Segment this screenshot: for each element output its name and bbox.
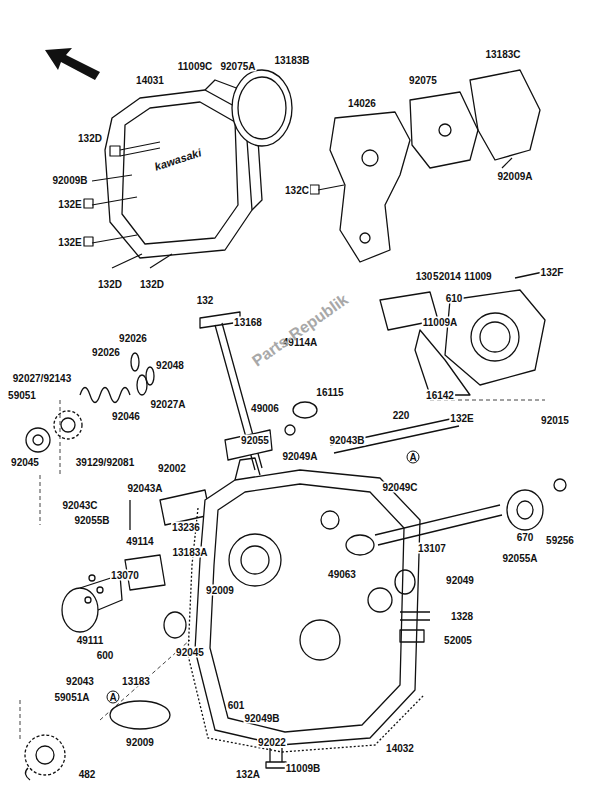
callout-number: 92027A xyxy=(149,399,186,410)
callout-number: 13183C xyxy=(484,49,521,60)
callout-number: 11009C xyxy=(177,61,213,72)
callout-number: 59051 xyxy=(7,390,37,401)
callout-number: 132A xyxy=(235,769,261,780)
gasket xyxy=(188,508,424,752)
callout-number: 13183A xyxy=(171,547,208,558)
callout-number: 92026 xyxy=(118,333,148,344)
callout-number: 14032 xyxy=(385,743,415,754)
callout-number: 14026 xyxy=(347,98,377,109)
callout-number: 92009 xyxy=(205,585,235,596)
shaft xyxy=(375,505,502,545)
callout-number: 132C xyxy=(284,185,310,196)
callout-number: 92015 xyxy=(540,415,570,426)
callout-number: 92075A xyxy=(219,61,256,72)
callout-number: 13183 xyxy=(121,676,151,687)
callout-number: 16142 xyxy=(425,390,455,401)
callout-number: 132D xyxy=(77,133,103,144)
callout-number: 92048 xyxy=(155,360,185,371)
callout-number: 92022 xyxy=(257,737,287,748)
callout-number: 16115 xyxy=(315,387,344,398)
bolt xyxy=(84,142,512,268)
callout-number: 132F xyxy=(540,267,565,278)
spring xyxy=(80,353,154,403)
callout-number: 92049 xyxy=(445,575,475,586)
callout-number: 132 xyxy=(196,295,215,306)
callout-number: 92055 xyxy=(240,435,270,446)
callout-number: 130 xyxy=(415,271,434,282)
callout-number: 92009A xyxy=(496,171,533,182)
callout-number: 92045 xyxy=(10,457,40,468)
direction-arrow xyxy=(45,48,100,80)
callout-number: 132E xyxy=(449,413,474,424)
callout-number: 52014 xyxy=(432,271,462,282)
callout-number: 92043 xyxy=(65,676,95,687)
reference-mark: A xyxy=(407,451,420,464)
callout-number: 92009 xyxy=(125,737,155,748)
cover-plate xyxy=(470,70,540,160)
callout-number: 92043B xyxy=(328,435,365,446)
callout-number: 14031 xyxy=(135,75,165,86)
callout-number: 1328 xyxy=(450,611,474,622)
callout-number: 92009B xyxy=(51,175,88,186)
callout-number: 13236 xyxy=(171,522,201,533)
bracket xyxy=(330,112,410,262)
callout-number: 482 xyxy=(78,769,97,780)
callout-number: 92055B xyxy=(73,515,110,526)
pump-housing xyxy=(445,290,545,385)
callout-number: 13107 xyxy=(417,543,447,554)
callout-number: 92049B xyxy=(243,713,280,724)
callout-number: 11009 xyxy=(463,271,492,282)
callout-number: 610 xyxy=(445,293,464,304)
bearing xyxy=(26,428,50,452)
leader-line xyxy=(20,400,545,740)
callout-number: 11009B xyxy=(285,763,321,774)
callout-number: 13168 xyxy=(233,317,263,328)
callout-number: 59256 xyxy=(545,535,575,546)
callout-number: 600 xyxy=(96,650,115,661)
callout-number: 92002 xyxy=(157,463,187,474)
gear xyxy=(62,575,122,632)
callout-number: 92049C xyxy=(381,482,418,493)
callout-number: 132E xyxy=(57,199,82,210)
callout-number: 92027/92143 xyxy=(12,373,72,384)
callout-number: 39129/92081 xyxy=(75,457,135,468)
callout-number: 92043A xyxy=(126,483,163,494)
brand-logo: kawasaki xyxy=(152,147,203,173)
sprocket xyxy=(25,735,65,775)
sprocket xyxy=(54,411,82,439)
callout-number: 92049A xyxy=(281,451,318,462)
callout-number: 92055A xyxy=(501,553,538,564)
callout-number: 52005 xyxy=(443,635,473,646)
callout-number: 92075 xyxy=(408,75,438,86)
side-cover xyxy=(105,90,252,258)
callout-number: 132D xyxy=(97,279,123,290)
callout-number: 49114 xyxy=(125,536,154,547)
callout-number: 92043C xyxy=(61,500,98,511)
callout-number: 13183B xyxy=(273,55,310,66)
bearing xyxy=(164,612,186,638)
callout-number: 220 xyxy=(392,410,411,421)
callout-number: 49006 xyxy=(250,403,280,414)
callout-number: 13070 xyxy=(110,570,140,581)
callout-number: 670 xyxy=(516,532,535,543)
round-cap xyxy=(232,70,292,146)
callout-number: 11009A xyxy=(422,317,458,328)
callout-number: 92045 xyxy=(175,647,205,658)
gasket xyxy=(410,92,478,168)
callout-number: 132E xyxy=(57,237,82,248)
reference-mark: A xyxy=(107,691,120,704)
callout-number: 92026 xyxy=(91,347,121,358)
crankcase-cover xyxy=(195,470,420,745)
callout-number: 92046 xyxy=(111,411,141,422)
washer xyxy=(110,701,170,729)
callout-number: 59051A xyxy=(53,692,90,703)
callout-number: 49111 xyxy=(76,635,105,646)
callout-number: 132D xyxy=(139,279,165,290)
callout-number: 601 xyxy=(227,700,246,711)
callout-number: 49063 xyxy=(327,569,357,580)
watermark: Parts-Republik xyxy=(250,293,350,368)
